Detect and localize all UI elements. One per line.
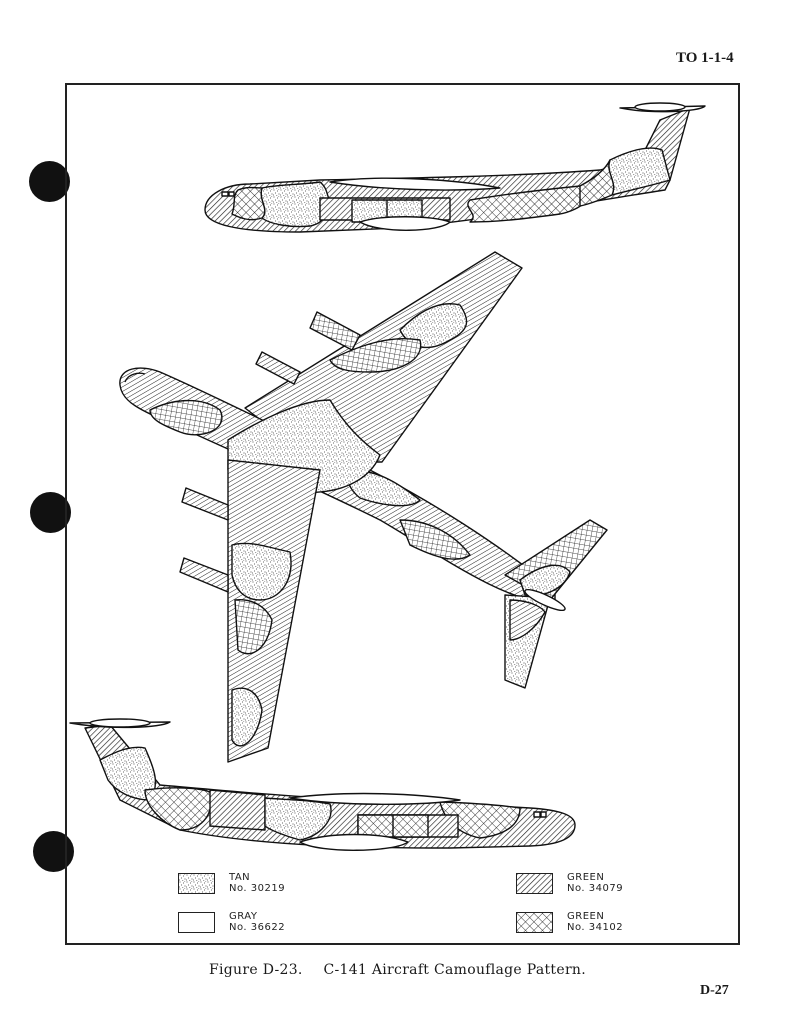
blank-swatch-icon <box>178 911 215 933</box>
figure-number: Figure D-23. <box>209 962 303 978</box>
legend-color-number: No. 34079 <box>567 883 624 894</box>
crosshatch-swatch-icon <box>516 911 553 933</box>
left-side-view <box>204 102 706 233</box>
binder-hole-middle <box>30 492 71 533</box>
diagonal-hatch-swatch-icon <box>516 872 553 894</box>
page-number: D-27 <box>700 983 729 998</box>
legend-color-number: No. 34102 <box>567 922 624 933</box>
figure-frame <box>65 83 740 945</box>
stipple-swatch-icon <box>178 872 215 894</box>
right-side-view <box>69 718 576 851</box>
legend-color-name: GRAY <box>229 911 258 922</box>
legend-item-green-34079: GREEN No. 34079 <box>516 872 623 894</box>
legend-color-name: GREEN <box>567 872 605 883</box>
legend-item-green-34102: GREEN No. 34102 <box>516 911 623 933</box>
binder-hole-bottom <box>33 831 74 872</box>
binder-hole-top <box>29 161 70 202</box>
legend-item-gray: GRAY No. 36622 <box>178 911 285 933</box>
legend-color-number: No. 30219 <box>229 883 286 894</box>
figure-caption: Figure D-23. C-141 Aircraft Camouflage P… <box>209 962 586 978</box>
legend-color-name: TAN <box>229 872 251 883</box>
figure-title: C-141 Aircraft Camouflage Pattern. <box>323 962 587 978</box>
top-view <box>119 251 608 763</box>
document-code: TO 1-1-4 <box>676 50 734 66</box>
legend-color-name: GREEN <box>567 911 605 922</box>
legend-color-number: No. 36622 <box>229 922 286 933</box>
legend-item-tan: TAN No. 30219 <box>178 872 285 894</box>
